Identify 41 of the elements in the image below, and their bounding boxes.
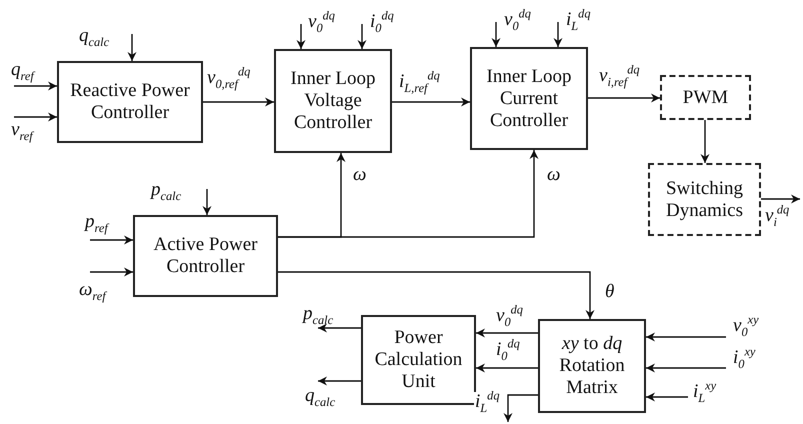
arrow [14,82,57,90]
block [361,315,476,405]
block-label: Inner Loop Current Controller [486,66,572,132]
block [538,319,646,413]
block-label: Active Power Controller [152,234,258,278]
arrow [90,268,133,276]
arrow [588,94,660,102]
dashed-block [648,163,761,236]
block [470,47,588,150]
arrow [700,120,710,163]
arrow [202,189,212,215]
arrow [476,328,538,338]
arrow [318,324,361,332]
block-label: Switching Dynamics [664,178,744,222]
dashed-block [660,75,751,120]
arrow [476,364,538,372]
arrow [646,364,726,372]
arrow [278,150,538,238]
block-label: Inner Loop Voltage Controller [290,68,376,134]
block [57,61,203,143]
arrow [14,112,57,122]
arrow [492,22,500,47]
block-label: PWM [682,86,730,108]
arrow [646,332,726,342]
arrow [296,24,306,49]
arrow [504,394,538,422]
block [274,49,392,153]
arrow [554,22,562,47]
arrow [646,392,688,402]
block-label: Reactive Power Controller [69,80,191,124]
arrow [128,34,136,61]
arrow [203,98,274,106]
arrow [761,194,800,204]
arrow [278,271,594,319]
arrow [318,376,361,386]
arrow [358,24,366,49]
block [133,215,278,297]
block-label: xy to dq Rotation Matrix [558,333,626,399]
arrow [90,236,133,244]
arrow [392,98,470,106]
block-label: Power Calculation Unit [374,327,464,393]
